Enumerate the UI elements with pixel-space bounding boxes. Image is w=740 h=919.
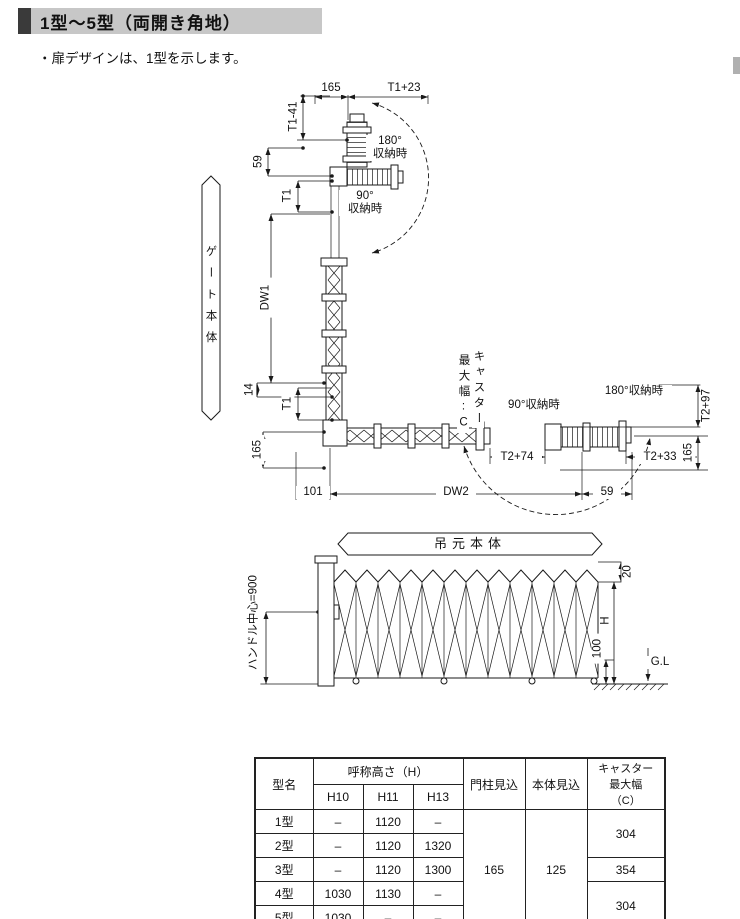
cell-h13: – <box>412 905 464 919</box>
handle <box>333 604 340 620</box>
handle-post <box>317 562 335 687</box>
dim-t1-lower: T1 <box>281 391 295 416</box>
swing-arc-top <box>371 102 430 254</box>
spec-table: 型名 呼称高さ（H） 門柱見込 本体見込 キャスター 最大幅 （C） H10 H… <box>254 757 666 919</box>
caster-wheel <box>352 677 360 685</box>
dim-dw1: DW1 <box>259 277 273 318</box>
caster-wheel <box>528 677 536 685</box>
cell-post-depth: 165 <box>462 809 526 919</box>
col-header-type: 型名 <box>254 757 314 810</box>
stow-180-label-right: 180°収納時 <box>596 385 672 399</box>
cell-type: 1型 <box>254 809 314 834</box>
dim-dw2: DW2 <box>436 486 476 500</box>
cell-caster: 304 <box>586 809 666 858</box>
hinge-body-label: 吊元本体 <box>433 536 506 551</box>
cell-caster: 304 <box>586 881 666 919</box>
hinge-body-banner <box>337 532 603 556</box>
table-row: 5型 1030 – – <box>254 905 665 919</box>
dim-t1-upper: T1 <box>281 183 295 208</box>
technical-drawing <box>201 90 708 691</box>
vertical-accordion-run <box>320 257 348 447</box>
dim-h: H <box>599 610 613 631</box>
horizontal-accordion-run <box>346 421 491 451</box>
ground-level-label: G.L <box>643 656 677 670</box>
dim-t2-plus-97: T2+97 <box>700 381 714 430</box>
swing-arc-right <box>463 437 652 515</box>
gate-body-label: ゲート本体 <box>204 245 217 353</box>
cell-h13: – <box>412 809 464 834</box>
table-row: 4型 1030 1130 – 304 <box>254 881 666 919</box>
cell-h10: 1030 <box>312 905 364 919</box>
design-note: ・扉デザインは、1型を示します。 <box>38 51 247 66</box>
hinge-post-assembly <box>463 420 652 515</box>
cell-h10: – <box>312 809 364 834</box>
title-accent-block <box>18 8 31 34</box>
cell-h11: 1120 <box>362 857 414 882</box>
elevation-drawing <box>314 555 668 691</box>
cell-type: 4型 <box>254 881 314 906</box>
cell-h13: – <box>412 881 464 906</box>
handle-center-dim: ハンドル中心=900 <box>247 552 261 693</box>
caster-wheel <box>440 677 448 685</box>
table-row: 3型 – 1120 1300 354 <box>254 857 666 882</box>
caster-wheel <box>590 677 598 685</box>
cell-h10: – <box>312 833 364 858</box>
dim-100: 100 <box>591 633 605 664</box>
page-title: 1型～5型（両開き角地） <box>40 13 241 33</box>
cell-h13: 1320 <box>412 833 464 858</box>
col-header-h13: H13 <box>412 783 464 811</box>
cell-h10: – <box>312 857 364 882</box>
dim-165-top: 165 <box>311 82 351 96</box>
cell-h11: 1120 <box>362 809 414 834</box>
col-header-post-depth: 門柱見込 <box>462 757 526 810</box>
dim-t2-plus-74: T2+74 <box>492 451 542 465</box>
dim-20: 20 <box>621 559 635 584</box>
dim-165-right: 165 <box>682 437 696 468</box>
cell-type: 5型 <box>254 905 314 919</box>
cell-h11: 1130 <box>362 881 414 906</box>
table-row: 2型 – 1120 1320 <box>254 833 665 858</box>
plan-view-drawing <box>201 102 652 556</box>
col-header-caster: キャスター 最大幅 （C） <box>586 757 666 810</box>
col-header-height-group: 呼称高さ（H） <box>312 757 464 785</box>
dim-59-bottom: 59 <box>593 486 621 500</box>
col-header-h11: H11 <box>362 783 414 811</box>
table-row: 1型 – 1120 – 165 125 304 <box>254 809 666 919</box>
caster-max-width-label-1: キャスター <box>472 350 485 428</box>
col-header-body-depth: 本体見込 <box>524 757 588 810</box>
dim-t1-minus-41: T1-41 <box>287 94 301 139</box>
section-title-bar: 1型～5型（両開き角地） <box>18 8 322 34</box>
stow-90-label-top: 90° 収納時 <box>339 190 391 217</box>
cell-type: 2型 <box>254 833 314 858</box>
dim-t1-plus-23: T1+23 <box>378 82 430 96</box>
stow-90-label-right: 90°収納時 <box>499 399 569 413</box>
reference-dots <box>301 94 349 614</box>
cell-h13: 1300 <box>412 857 464 882</box>
dim-101: 101 <box>296 486 330 500</box>
cell-h11: – <box>362 905 414 919</box>
dim-t2-plus-33: T2+33 <box>635 451 685 465</box>
cell-h11: 1120 <box>362 833 414 858</box>
corner-post-assembly <box>329 102 430 258</box>
cell-caster: 354 <box>586 857 666 882</box>
cell-body-depth: 125 <box>524 809 588 919</box>
cell-type: 3型 <box>254 857 314 882</box>
stow-180-label-top: 180° 収納時 <box>366 135 414 162</box>
caster-max-width-label-2: 最大幅:C <box>457 354 470 433</box>
scrollbar-thumb[interactable] <box>733 57 740 74</box>
dim-59-top: 59 <box>252 149 266 174</box>
dim-14: 14 <box>243 377 257 402</box>
col-header-h10: H10 <box>312 783 364 811</box>
dim-165-left: 165 <box>251 434 265 465</box>
cell-h10: 1030 <box>312 881 364 906</box>
